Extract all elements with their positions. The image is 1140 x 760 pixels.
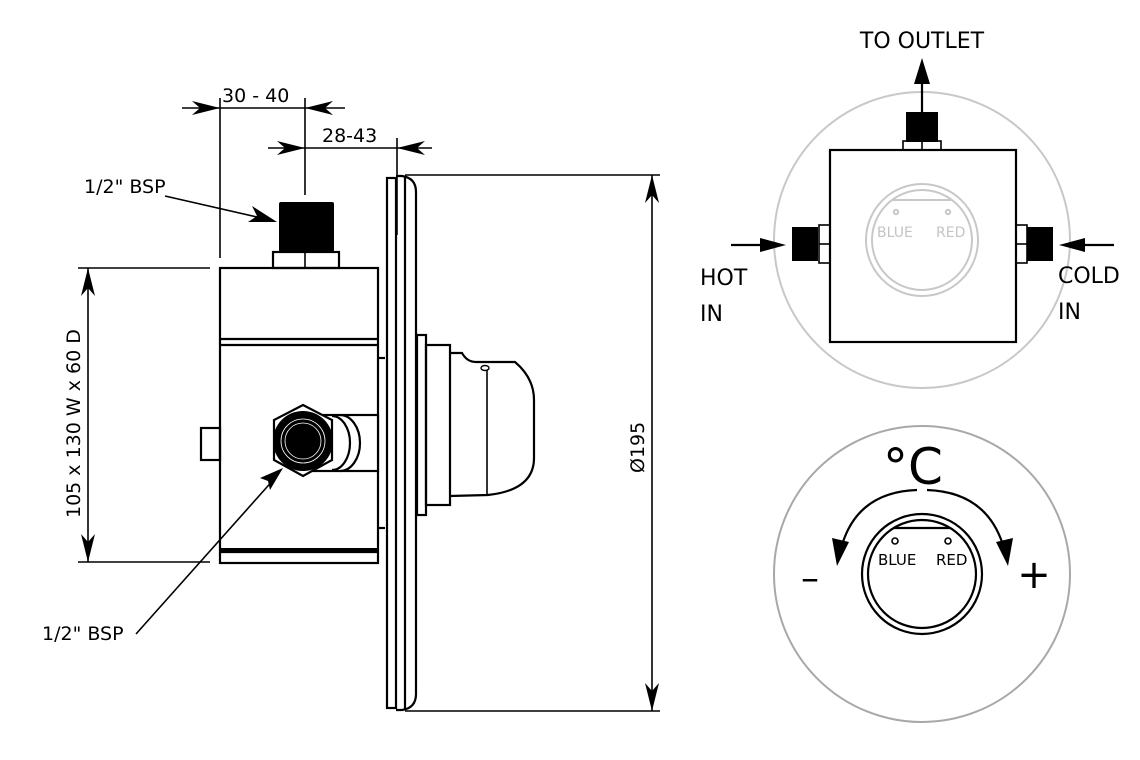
wall-plate — [385, 174, 418, 712]
arrowhead-icon — [645, 175, 659, 203]
arrowhead-icon — [81, 268, 95, 296]
dim-outlet-offset-label: 30 - 40 — [222, 85, 289, 107]
arrowhead-icon — [397, 141, 425, 155]
arrow-down-left-icon — [832, 538, 849, 566]
arrow-right-icon — [760, 238, 786, 252]
temperature-unit-label: °C — [883, 438, 943, 496]
rear-blue-label: BLUE — [877, 225, 913, 241]
side-bsp-label: 1/2" BSP — [42, 623, 124, 645]
front-red-label: RED — [936, 551, 967, 569]
dimension-outlet-offset: 30 - 40 — [182, 85, 345, 258]
dim-plate-diameter-label: Ø195 — [627, 422, 649, 473]
front-plate-outline — [773, 425, 1071, 723]
hot-label-2: IN — [700, 302, 723, 327]
outlet-connector — [902, 112, 942, 151]
dimension-wall-depth: 28-43 — [268, 125, 432, 235]
side-view: 30 - 40 28-43 1/2" BSP — [42, 85, 660, 712]
side-bsp-connector — [272, 403, 380, 478]
arrowhead-icon — [260, 468, 283, 490]
dim-body-size-label: 105 x 130 W x 60 D — [63, 329, 85, 518]
arrowhead-icon — [305, 101, 333, 115]
decrease-label: – — [801, 558, 819, 599]
decrease-arc — [840, 488, 918, 546]
dimension-body-size: 105 x 130 W x 60 D — [63, 267, 210, 563]
arrowhead-icon — [81, 534, 95, 562]
arrow-left-icon — [1059, 238, 1085, 252]
arrowhead-icon — [248, 206, 277, 222]
dim-wall-depth-label: 28-43 — [322, 125, 377, 147]
valve-body-rear — [828, 148, 1018, 344]
hot-inlet-connector — [792, 224, 831, 264]
increase-label: + — [1017, 552, 1051, 598]
front-view: BLUE RED °C – + — [773, 425, 1071, 723]
to-outlet-label: TO OUTLET — [859, 29, 985, 54]
front-blue-label: BLUE — [878, 551, 916, 569]
cold-inlet-connector — [1015, 224, 1053, 264]
top-bsp-connector — [271, 202, 341, 270]
cold-label-1: COLD — [1058, 264, 1120, 289]
rear-red-label: RED — [936, 225, 965, 241]
dial-outer-ring — [860, 512, 984, 636]
rear-view: BLUE RED TO OUTLET HOT IN COLD IN — [700, 29, 1120, 389]
arrowhead-icon — [277, 141, 305, 155]
arrowhead-icon — [645, 683, 659, 711]
leader-line — [135, 477, 276, 635]
arrowhead-icon — [192, 101, 220, 115]
cold-label-2: IN — [1058, 300, 1081, 325]
dimension-plate-diameter: Ø195 — [405, 174, 660, 712]
leader-line — [164, 195, 271, 221]
hot-label-1: HOT — [700, 266, 748, 291]
control-handle — [415, 333, 536, 517]
arrow-down-right-icon — [996, 538, 1013, 566]
dial-inner-ring — [866, 518, 978, 630]
top-bsp-label: 1/2" BSP — [84, 176, 166, 198]
increase-arc — [926, 488, 1005, 546]
arrow-up-icon — [914, 58, 930, 84]
